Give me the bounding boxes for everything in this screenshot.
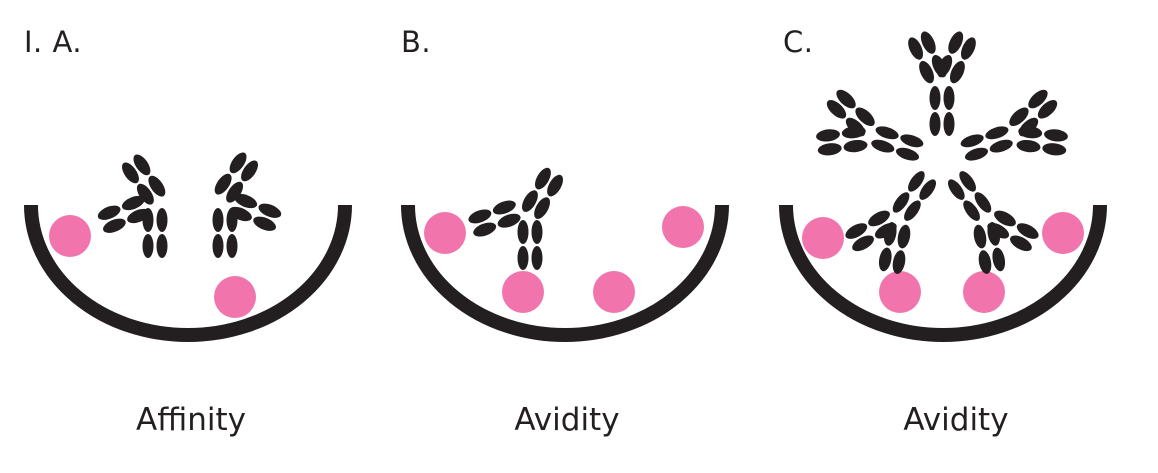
antigen-b3 [593,271,635,313]
well-b [401,204,729,342]
antigen-c3 [963,271,1005,313]
panel-a [24,149,352,342]
antigen-a2 [214,276,256,318]
panel-label-a: I. A. [24,25,83,59]
caption-avidity-c: Avidity [903,402,1009,438]
panel-b [401,165,729,342]
panel-label-b: B. [401,25,432,59]
antigen-a1 [49,215,91,257]
antibody-a2 [211,149,284,258]
antibody-a1 [95,151,169,258]
well-a [24,204,352,342]
antigen-c1 [802,217,844,259]
caption-affinity: Affinity [136,402,246,438]
antigen-b2 [502,271,544,313]
panel-label-c: C. [783,25,814,59]
antigen-c4 [1042,212,1084,254]
panel-c [779,29,1107,342]
antigen-c2 [879,271,921,313]
pentamer-c [815,29,1069,276]
antigen-b4 [662,206,704,248]
antigen-b1 [424,212,466,254]
caption-avidity-b: Avidity [514,402,620,438]
well-c [779,204,1107,342]
antibody-b1 [466,165,567,270]
